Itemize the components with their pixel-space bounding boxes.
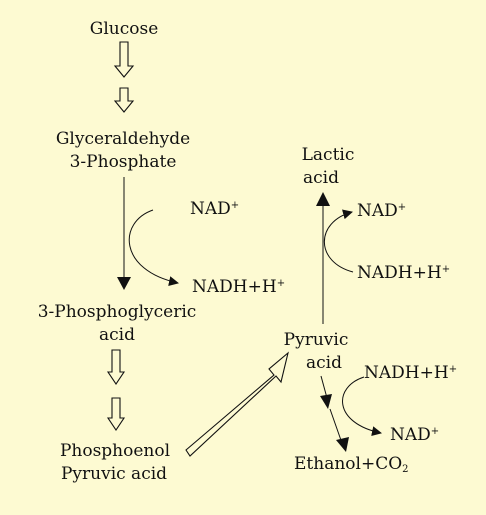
- arrow-pyruvic-to-ethanol-part1: [320, 375, 328, 399]
- hollow-arrow-glucose-2: [113, 87, 135, 113]
- arrowhead-pyruvic-to-lactic: [316, 192, 330, 206]
- label-pyruvic: Pyruvic: [283, 330, 349, 350]
- hollow-arrow-pga-1: [106, 349, 126, 385]
- label-phosphoenol: Phosphoenol: [59, 441, 171, 461]
- arrowhead-g3p-to-pga: [117, 277, 131, 290]
- curved-arrow-nadh-to-nad-2: [324, 209, 354, 273]
- curved-arrow-nadh-to-nad-3: [342, 376, 382, 437]
- label-nad-3: NAD+: [390, 425, 440, 445]
- label-lactic: Lactic: [301, 145, 355, 165]
- label-3-phosphoglyceric: 3-Phosphoglyceric: [37, 302, 197, 322]
- label-pyruvic-acid-pep: Pyruvic acid: [60, 464, 168, 484]
- label-ethanol-co2: Ethanol+CO2: [294, 454, 409, 475]
- arrowhead-pyruvic-to-ethanol-1: [320, 394, 332, 409]
- label-nadh-2: NADH+H+: [357, 263, 451, 283]
- label-glucose: Glucose: [89, 19, 159, 39]
- label-glyceraldehyde: Glyceraldehyde: [55, 129, 191, 149]
- label-pyruvic-acid: acid: [306, 353, 342, 373]
- label-nadh-1: NADH+H+: [192, 277, 286, 297]
- label-lactic-acid: acid: [303, 168, 339, 188]
- label-nad-1: NAD+: [190, 199, 240, 219]
- hollow-arrow-glucose-1: [113, 41, 135, 78]
- label-3-phosphate: 3-Phosphate: [69, 152, 177, 172]
- label-nadh-3: NADH+H+: [364, 363, 458, 383]
- arrowhead-pyruvic-to-ethanol-2: [336, 437, 349, 452]
- hollow-arrow-pep-to-pyruvic: [185, 351, 289, 457]
- hollow-arrow-pga-2: [106, 397, 126, 431]
- label-nad-2: NAD+: [357, 201, 407, 221]
- curved-arrow-nad-to-nadh-1: [128, 209, 179, 286]
- label-pga-acid: acid: [99, 325, 135, 345]
